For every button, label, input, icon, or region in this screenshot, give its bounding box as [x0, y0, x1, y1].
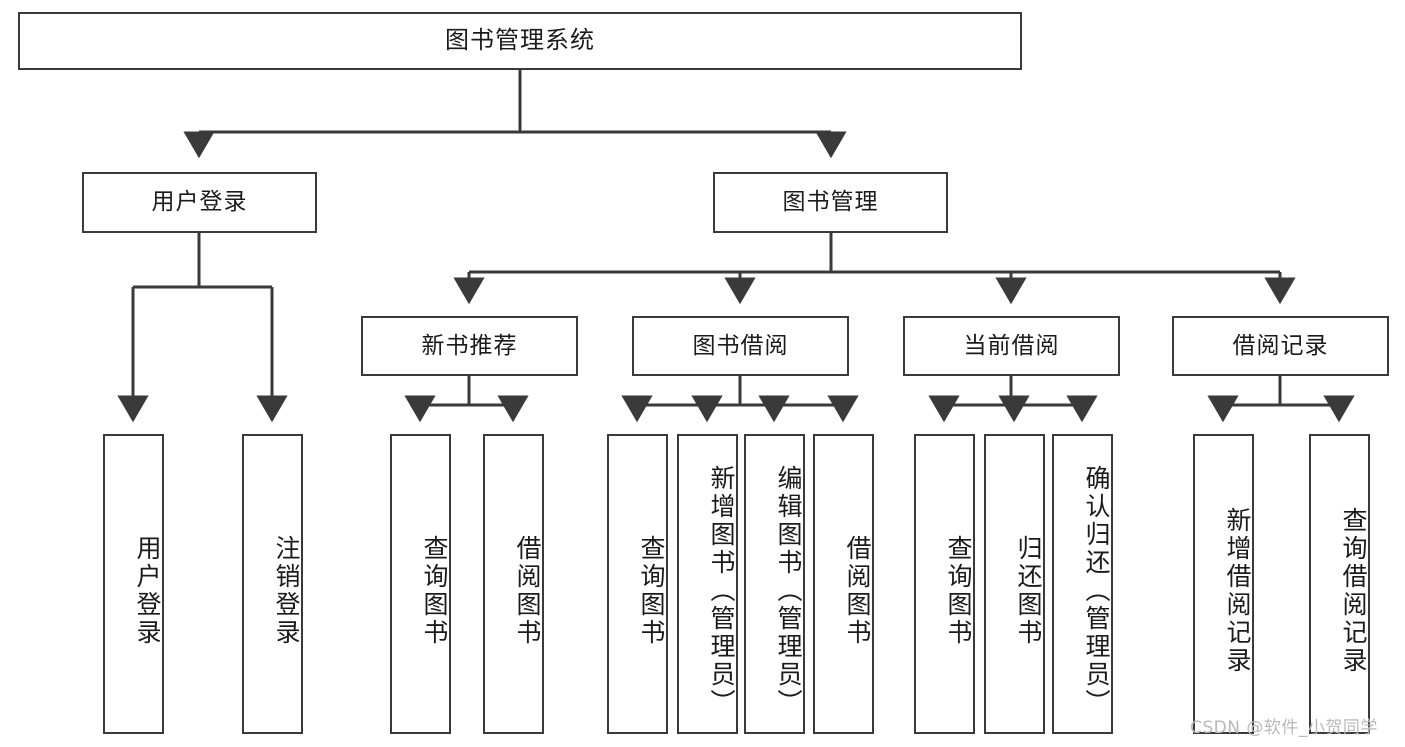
node-new-book-recommend[interactable]: 新书推荐	[361, 316, 578, 376]
node-book-borrow[interactable]: 图书借阅	[632, 316, 849, 376]
leaf-edit-book-admin[interactable]: 编辑图书（管理员）	[744, 434, 805, 734]
leaf-add-book-admin[interactable]: 新增图书（管理员）	[677, 434, 738, 734]
leaf-add-borrow-record[interactable]: 新增借阅记录	[1193, 434, 1254, 734]
leaf-query-book-current[interactable]: 查询图书	[914, 434, 975, 734]
node-borrow-record[interactable]: 借阅记录	[1172, 316, 1389, 376]
leaf-confirm-return-admin[interactable]: 确认归还（管理员）	[1052, 434, 1113, 734]
leaf-borrow-book-recommend[interactable]: 借阅图书	[483, 434, 544, 734]
node-current-borrow[interactable]: 当前借阅	[903, 316, 1120, 376]
node-root-book-management-system[interactable]: 图书管理系统	[18, 12, 1022, 70]
leaf-user-login[interactable]: 用户登录	[103, 434, 164, 734]
leaf-borrow-book[interactable]: 借阅图书	[813, 434, 874, 734]
leaf-logout-login[interactable]: 注销登录	[242, 434, 303, 734]
csdn-watermark: CSDN @软件_小贺同学	[1190, 718, 1378, 738]
node-book-management[interactable]: 图书管理	[713, 172, 948, 233]
leaf-query-book-borrow[interactable]: 查询图书	[607, 434, 668, 734]
node-user-login[interactable]: 用户登录	[82, 172, 317, 233]
leaf-query-borrow-record[interactable]: 查询借阅记录	[1309, 434, 1370, 734]
leaf-query-book-recommend[interactable]: 查询图书	[390, 434, 451, 734]
leaf-return-book[interactable]: 归还图书	[984, 434, 1045, 734]
